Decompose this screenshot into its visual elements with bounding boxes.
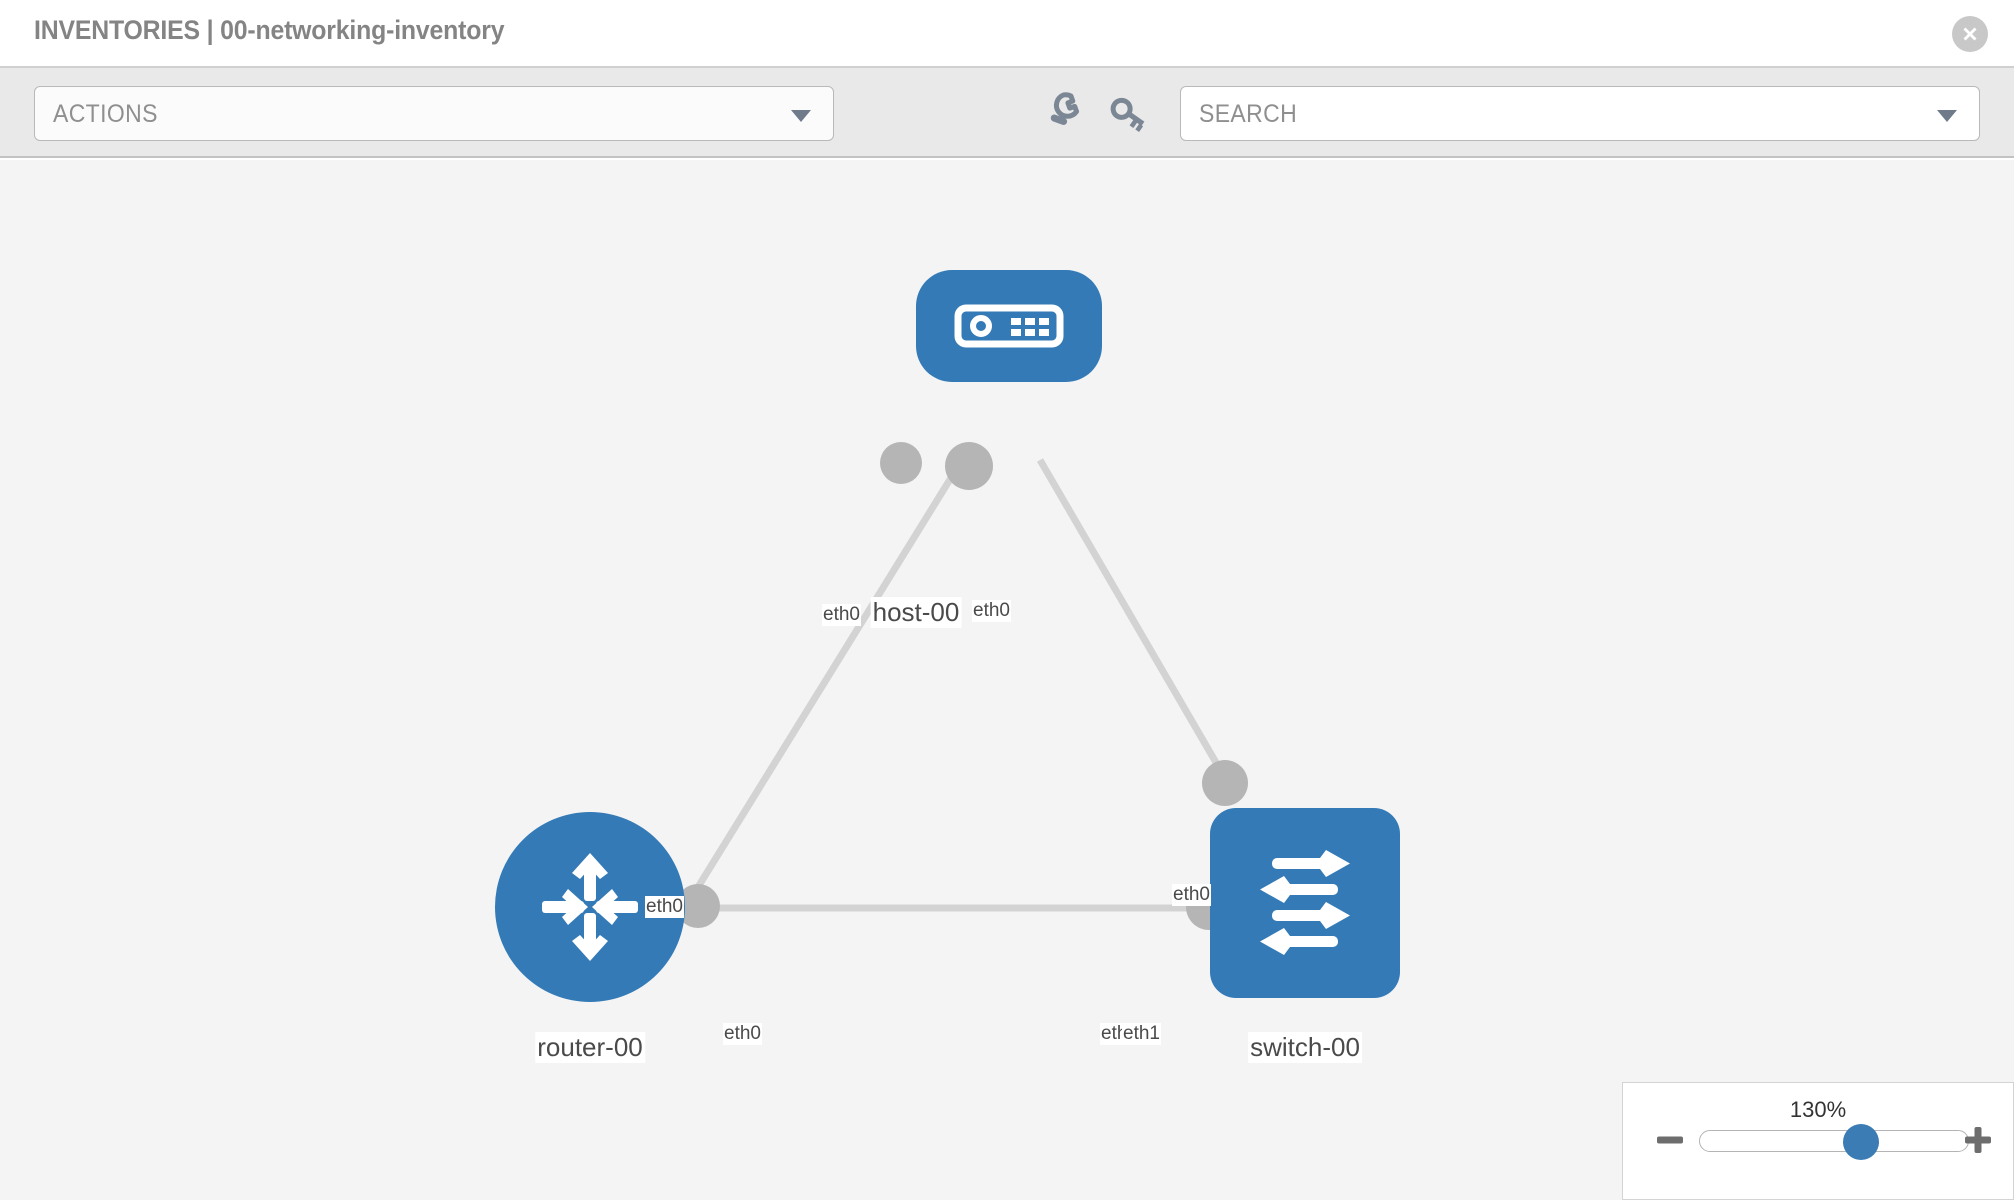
iface-label-router00-eth0: eth0: [723, 1023, 762, 1045]
toolbar: ACTIONS SEARCH: [0, 68, 2014, 158]
key-icon[interactable]: [1105, 90, 1153, 138]
server-icon: [954, 304, 1064, 348]
node-host-00-label: host-00: [870, 597, 962, 628]
port-host00-eth0-right[interactable]: [945, 442, 993, 490]
switch-icon: [1260, 850, 1350, 955]
actions-dropdown-label: ACTIONS: [53, 100, 158, 128]
title-bar: INVENTORIES | 00-networking-inventory: [0, 0, 2014, 68]
iface-label-switch00-eth0-up: eth0: [1172, 884, 1211, 906]
zoom-slider-thumb[interactable]: [1842, 1124, 1879, 1160]
actions-dropdown[interactable]: ACTIONS: [34, 86, 834, 141]
topology-canvas[interactable]: host-00: [0, 160, 2014, 1200]
zoom-out-button[interactable]: [1653, 1123, 1687, 1157]
port-switch00-eth0[interactable]: [1202, 760, 1248, 806]
router-icon: [542, 853, 638, 961]
chevron-down-icon: [791, 110, 811, 122]
node-switch-00[interactable]: [1210, 808, 1400, 998]
zoom-level-value: 130%: [1789, 1097, 1847, 1122]
iface-label-switch00-eth1: eth1: [1122, 1023, 1161, 1045]
zoom-in-button[interactable]: [1961, 1123, 1995, 1157]
iface-label-host00-eth0-right: eth0: [972, 600, 1011, 622]
node-router-00-label: router-00: [535, 1032, 645, 1063]
iface-label-router00-eth0-up: eth0: [645, 896, 684, 918]
node-switch-00-shape[interactable]: [1210, 808, 1400, 998]
zoom-slider[interactable]: [1699, 1124, 1969, 1160]
iface-label-host00-eth0-left: eth0: [822, 604, 861, 626]
node-host-00[interactable]: [916, 270, 1102, 382]
port-host00-eth0-left[interactable]: [880, 442, 922, 484]
search-input[interactable]: SEARCH: [1180, 86, 1980, 141]
link-host00-switch00: [1036, 458, 1236, 792]
node-switch-00-label: switch-00: [1248, 1032, 1362, 1063]
topology-links: [687, 458, 1236, 912]
node-host-00-shape[interactable]: [916, 270, 1102, 382]
close-icon[interactable]: [1952, 16, 1988, 52]
wrench-icon[interactable]: [1037, 90, 1085, 138]
chevron-down-icon: [1937, 110, 1957, 122]
link-host00-router00: [687, 458, 965, 902]
search-placeholder: SEARCH: [1199, 100, 1298, 128]
page-title: INVENTORIES | 00-networking-inventory: [34, 15, 505, 45]
zoom-control-panel: 130%: [1622, 1082, 2014, 1200]
